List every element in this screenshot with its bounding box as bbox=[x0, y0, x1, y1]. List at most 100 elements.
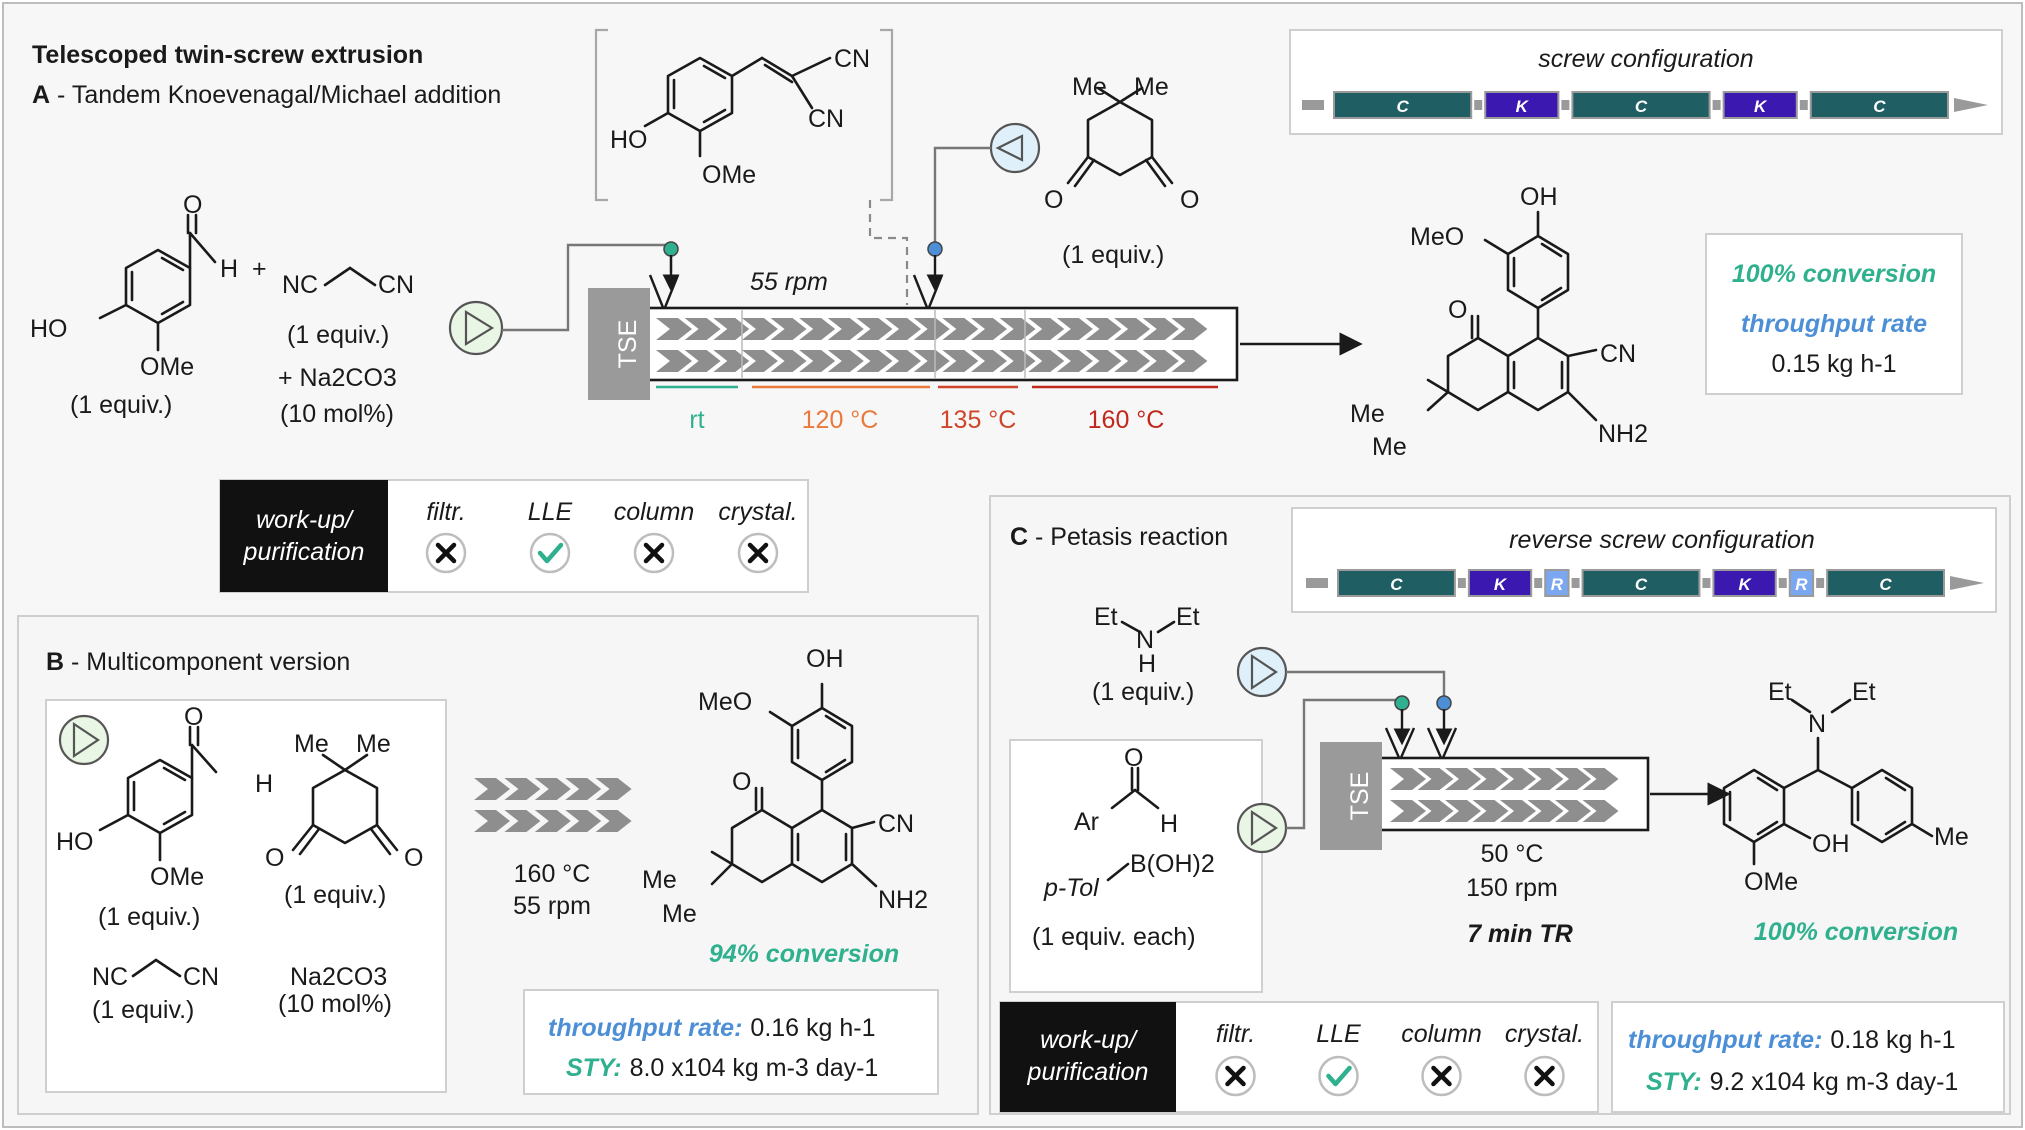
screw-segment-label: C bbox=[1635, 575, 1648, 594]
screw-config-title-a: screw configuration bbox=[1538, 45, 1753, 73]
tse-block-a bbox=[588, 288, 650, 400]
screw-segment bbox=[1544, 569, 1570, 597]
workup-col-label: column bbox=[614, 498, 695, 526]
svg-text:CN: CN bbox=[378, 271, 414, 299]
zone-rt: rt bbox=[689, 406, 704, 434]
screw-segment-label: K bbox=[1754, 97, 1768, 116]
result-box-a bbox=[1705, 233, 1963, 395]
workup-col-label: crystal. bbox=[718, 498, 797, 526]
check-icon bbox=[529, 532, 571, 574]
svg-text:Ar: Ar bbox=[1074, 808, 1099, 836]
pump-icon-1 bbox=[448, 300, 504, 356]
malononitrile-structure-b: NC CN (1 equiv.) bbox=[92, 958, 219, 1024]
rpm-label-a: 55 rpm bbox=[750, 268, 828, 296]
svg-text:O: O bbox=[1448, 296, 1467, 324]
svg-text:CN: CN bbox=[834, 45, 870, 73]
tse-label-c: TSE bbox=[1346, 772, 1374, 821]
panel-a-heading: A - Tandem Knoevenagal/Michael addition bbox=[32, 81, 501, 109]
svg-text:Et: Et bbox=[1768, 678, 1792, 706]
svg-text:H: H bbox=[255, 770, 273, 798]
svg-text:Et: Et bbox=[1176, 603, 1200, 631]
zone-160: 160 °C bbox=[1088, 406, 1165, 434]
svg-text:O: O bbox=[732, 768, 751, 796]
svg-text:Me: Me bbox=[662, 900, 697, 928]
svg-text:Me: Me bbox=[642, 866, 677, 894]
svg-text:Me: Me bbox=[1072, 73, 1107, 101]
atom-h: H bbox=[220, 255, 238, 283]
atom-ho: HO bbox=[30, 315, 68, 343]
pump-triangle-icon-1 bbox=[464, 310, 495, 346]
screw-segment bbox=[1712, 569, 1777, 597]
svg-text:NH2: NH2 bbox=[1598, 420, 1648, 448]
workup-label-a1: work-up/ bbox=[256, 506, 355, 534]
svg-text:Me: Me bbox=[1372, 433, 1407, 461]
svg-text:O: O bbox=[1180, 186, 1199, 214]
workup-label-c1: work-up/ bbox=[1040, 1026, 1139, 1054]
screw-segment bbox=[1809, 91, 1949, 119]
screw-segment bbox=[1337, 569, 1456, 597]
dimedone-structure-b: Me Me O O (1 equiv.) bbox=[265, 730, 423, 909]
product-a-structure: OH MeO O Me Me CN NH2 bbox=[1350, 183, 1648, 461]
zone-120: 120 °C bbox=[802, 406, 879, 434]
panel-b-heading: B - Multicomponent version bbox=[46, 648, 350, 676]
screw-segment bbox=[1571, 91, 1711, 119]
malononitrile-equiv: (1 equiv.) bbox=[287, 321, 389, 349]
aldehyde-equiv-b: (1 equiv.) bbox=[98, 903, 200, 931]
rpm-c: 150 rpm bbox=[1466, 874, 1558, 902]
sty-c: STY:9.2 x104 kg m-3 day-1 bbox=[1646, 1068, 1958, 1096]
conversion-c: 100% conversion bbox=[1754, 918, 1958, 946]
intermediate-dashed-link bbox=[868, 200, 909, 305]
screw-segment-label: K bbox=[1516, 97, 1530, 116]
panel-b-reagents-box bbox=[45, 699, 447, 1093]
atom-o: O bbox=[183, 191, 202, 219]
rpm-b: 55 rpm bbox=[513, 892, 591, 920]
screw-segment bbox=[1333, 91, 1473, 119]
screw-segment-label: C bbox=[1396, 97, 1409, 116]
throughput-c: throughput rate:0.18 kg h-1 bbox=[1628, 1026, 1956, 1054]
pump-icon-c2 bbox=[1236, 802, 1288, 854]
screw-config-title-c: reverse screw configuration bbox=[1509, 526, 1815, 554]
svg-text:O: O bbox=[1124, 744, 1143, 772]
screw-segment-label: C bbox=[1390, 575, 1403, 594]
workup-col-label: LLE bbox=[1316, 1020, 1361, 1048]
svg-text:Me: Me bbox=[294, 730, 329, 758]
svg-text:CN: CN bbox=[183, 963, 219, 991]
screw-segment bbox=[1581, 569, 1701, 597]
svg-text:N: N bbox=[1808, 710, 1826, 738]
base-label: + Na2CO3 bbox=[278, 364, 397, 392]
figure-title: Telescoped twin-screw extrusion bbox=[32, 41, 423, 69]
svg-text:OMe: OMe bbox=[702, 161, 756, 189]
dimedone-equiv-a: (1 equiv.) bbox=[1062, 241, 1164, 269]
product-b-structure: OH MeO O Me Me CN NH2 bbox=[642, 645, 928, 928]
panel-c-heading: C - Petasis reaction bbox=[1010, 523, 1228, 551]
pump-icon-c1 bbox=[1236, 646, 1288, 698]
svg-text:OMe: OMe bbox=[150, 863, 204, 891]
svg-text:Et: Et bbox=[1094, 603, 1118, 631]
sty-b: STY:8.0 x104 kg m-3 day-1 bbox=[566, 1054, 878, 1082]
conversion-b: 94% conversion bbox=[709, 940, 899, 968]
svg-text:CN: CN bbox=[808, 105, 844, 133]
workup-label-c2: purification bbox=[1027, 1058, 1149, 1086]
malononitrile-structure: NC CN (1 equiv.) + Na2CO3 (10 mol%) bbox=[278, 266, 414, 428]
workup-col-label: filtr. bbox=[426, 498, 465, 526]
svg-text:Et: Et bbox=[1852, 678, 1876, 706]
svg-text:Me: Me bbox=[1134, 73, 1169, 101]
screw-segment-label: K bbox=[1494, 575, 1508, 594]
malononitrile-equiv-b: (1 equiv.) bbox=[92, 996, 194, 1024]
dimedone-equiv-b: (1 equiv.) bbox=[284, 881, 386, 909]
plus-sign: + bbox=[252, 255, 267, 283]
svg-text:NC: NC bbox=[92, 963, 128, 991]
check-icon bbox=[1318, 1055, 1359, 1097]
workup-col-label: filtr. bbox=[1216, 1020, 1255, 1048]
screw-segment bbox=[1788, 569, 1815, 597]
svg-text:MeO: MeO bbox=[698, 688, 752, 716]
svg-text:CN: CN bbox=[878, 810, 914, 838]
tse-block-c bbox=[1320, 742, 1382, 850]
svg-text:H: H bbox=[1160, 810, 1178, 838]
pump-triangle-icon-2 bbox=[995, 134, 1024, 162]
result-box-c bbox=[1611, 1001, 2005, 1113]
svg-text:CN: CN bbox=[1600, 340, 1636, 368]
